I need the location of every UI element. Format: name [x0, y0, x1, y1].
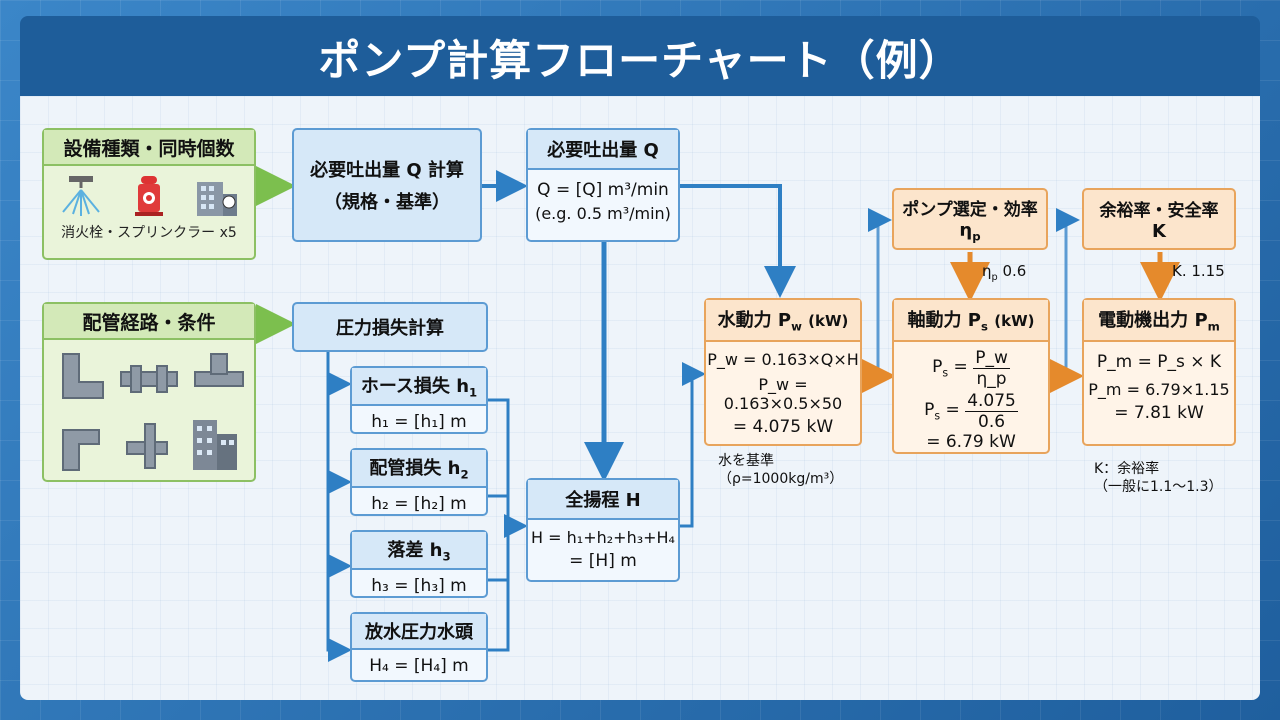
hose-loss-box: ホース損失 h1 h₁ = [h₁] m — [350, 366, 488, 434]
page-title: ポンプ計算フローチャート（例） — [318, 35, 962, 85]
pipe-loss-formula: h₂ = [h₂] m — [371, 493, 467, 514]
discharge-head-formula: H₄ = [H₄] m — [369, 656, 469, 676]
pipe-fittings-icons — [62, 353, 244, 471]
building-icon — [197, 182, 237, 216]
collector-hose — [488, 398, 510, 652]
motor-output-note: K：余裕率 （一般に1.1〜1.3） — [1094, 461, 1223, 495]
arrow-to-pumpselect — [868, 208, 892, 378]
pipe-loss-title: 配管損失 h2 — [352, 450, 486, 488]
building-small-icon — [193, 420, 237, 470]
shaft-power-result: = 6.79 kW — [926, 431, 1016, 452]
motor-output-header: 電動機出力 Pm — [1084, 300, 1234, 342]
margin-line2: K — [1152, 221, 1166, 242]
discharge-head-box: 放水圧力水頭 H₄ = [H₄] m — [350, 612, 488, 682]
hose-loss-formula: h₁ = [h₁] m — [371, 411, 467, 432]
q-calc-line2: （規格・基準） — [324, 192, 450, 213]
title-bar: ポンプ計算フローチャート（例） — [20, 16, 1260, 98]
q-result-box: 必要吐出量 Q Q = [Q] m³/min (e.g. 0.5 m³/min) — [526, 128, 680, 242]
motor-output-box: 電動機出力 Pm P_m = P_s × K P_m = 6.79×1.15 =… — [1082, 298, 1236, 446]
motor-output-line1: P_m = P_s × K — [1096, 351, 1222, 372]
margin-line1: 余裕率・安全率 — [1099, 201, 1219, 221]
q-result-line1: Q = [Q] m³/min — [537, 180, 669, 200]
arrow-head-to-waterpower — [680, 362, 706, 528]
total-head-line2: = [H] m — [569, 551, 637, 571]
fire-hydrant-icon — [135, 176, 163, 216]
height-drop-formula: h₃ = [h₃] m — [371, 575, 467, 596]
height-drop-box: 落差 h3 h₃ = [h₃] m — [350, 530, 488, 598]
connector-layer — [256, 166, 1180, 662]
water-power-line2: P_w = 0.163×0.5×50 — [723, 374, 843, 413]
sprinkler-icon — [62, 176, 100, 216]
valve-pipe-icon — [126, 423, 168, 469]
shaft-power-fraction-2: Ps = 4.075 0.6 — [924, 390, 1018, 432]
pump-select-box: ポンプ選定・効率 ηp — [892, 188, 1048, 250]
shaft-power-fraction-1: Ps = P_w η_p — [932, 347, 1010, 389]
elbow-pipe-2-icon — [62, 429, 100, 471]
pump-select-line2: ηp — [959, 219, 981, 244]
elbow-pipe-icon — [62, 353, 104, 399]
k-arrow-label: K. 1.15 — [1172, 262, 1225, 280]
loss-trunk — [326, 352, 352, 662]
pipe-loss-box: 配管損失 h2 h₂ = [h₂] m — [350, 448, 488, 516]
arrow-q-to-waterpower — [680, 184, 796, 298]
water-power-line3: = 4.075 kW — [732, 416, 834, 437]
shaft-power-header: 軸動力 Ps (kW) — [894, 300, 1048, 342]
piping-box: 配管経路・条件 — [42, 302, 256, 482]
motor-output-line2: P_m = 6.79×1.15 — [1088, 379, 1230, 399]
equipment-caption: 消火栓・スプリンクラー x5 — [61, 225, 237, 241]
margin-box: 余裕率・安全率 K — [1082, 188, 1236, 250]
equipment-box: 設備種類・同時個数 消火栓・スプリンクラー x5 — [42, 128, 256, 260]
total-head-line1: H = h₁+h₂+h₃+H₄ — [531, 528, 675, 547]
coupling-pipe-icon — [120, 365, 178, 393]
eta-arrow-label: ηp 0.6 — [982, 262, 1027, 283]
discharge-head-title: 放水圧力水頭 — [352, 614, 486, 650]
flowchart-panel: 設備種類・同時個数 消火栓・スプリンクラー x5 配管経路・条件 — [20, 96, 1260, 700]
water-power-header: 水動力 Pw (kW) — [706, 300, 860, 342]
total-head-box: 全揚程 H H = h₁+h₂+h₃+H₄ = [H] m — [526, 478, 680, 582]
motor-output-line3: = 7.81 kW — [1114, 402, 1204, 423]
arrow-to-margin — [1056, 208, 1080, 378]
q-calc-line1: 必要吐出量 Q 計算 — [310, 160, 464, 181]
q-result-header: 必要吐出量 Q — [528, 130, 678, 170]
shaft-power-box: 軸動力 Ps (kW) Ps = P_w η_p Ps = 4.075 0.6 … — [892, 298, 1050, 454]
height-drop-title: 落差 h3 — [352, 532, 486, 570]
water-power-box: 水動力 Pw (kW) P_w = 0.163×Q×H P_w = 0.163×… — [704, 298, 862, 446]
pump-select-line1: ポンプ選定・効率 — [902, 199, 1038, 220]
piping-header: 配管経路・条件 — [44, 304, 254, 340]
water-power-line1: P_w = 0.163×Q×H — [707, 349, 859, 369]
equipment-header: 設備種類・同時個数 — [44, 130, 254, 166]
hose-loss-title: ホース損失 h1 — [352, 368, 486, 406]
total-head-header: 全揚程 H — [528, 480, 678, 520]
pressure-loss-box: 圧力損失計算 — [292, 302, 488, 352]
pressure-loss-label: 圧力損失計算 — [336, 318, 444, 339]
water-power-note: 水を基準 （ρ=1000kg/m³） — [718, 453, 844, 487]
tee-pipe-icon — [194, 353, 244, 387]
equipment-icons — [44, 172, 254, 218]
q-calc-box: 必要吐出量 Q 計算 （規格・基準） — [292, 128, 482, 242]
q-result-line2: (e.g. 0.5 m³/min) — [535, 204, 671, 223]
